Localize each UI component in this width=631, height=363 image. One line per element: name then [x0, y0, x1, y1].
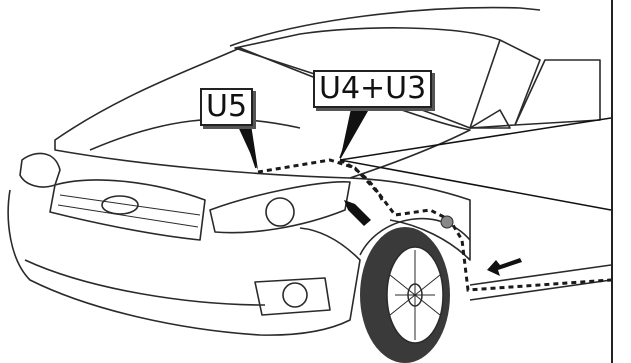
- front-wheel: [360, 227, 450, 363]
- u5-pointer: [235, 118, 258, 170]
- wiring-route: [257, 158, 612, 292]
- fog-light-housing: [254, 277, 331, 316]
- mirror: [469, 109, 511, 129]
- grommet-marker: [440, 215, 454, 229]
- u4u3-pointer: [340, 104, 372, 160]
- direction-arrows: [344, 200, 522, 276]
- hood-crease: [89, 118, 301, 151]
- leader-right-lower: [339, 159, 612, 211]
- leader-lines: [239, 104, 612, 211]
- a-pillar: [469, 39, 541, 129]
- logo-badge: [101, 195, 139, 215]
- roof-line: [229, 6, 541, 47]
- hood-outline: [54, 47, 471, 179]
- headlight-lens: [265, 197, 295, 227]
- route-branch: [339, 158, 384, 201]
- callout-u5: U5: [200, 88, 254, 126]
- leader-right-upper: [339, 117, 612, 161]
- wheel-arch: [359, 217, 471, 256]
- fog-light: [282, 282, 308, 308]
- fender: [349, 177, 471, 261]
- arrow-skirt-icon: [487, 258, 522, 276]
- windshield-frame: [234, 27, 501, 129]
- side-skirt: [469, 264, 612, 301]
- lower-bumper: [24, 259, 266, 306]
- left-headlight: [19, 152, 61, 188]
- grille-frame: [49, 179, 206, 241]
- callout-u4-u3: U4+U3: [313, 70, 433, 108]
- front-bumper: [7, 189, 361, 336]
- car-body: [7, 6, 612, 336]
- right-headlight: [209, 181, 351, 234]
- arrow-fender-icon: [344, 200, 371, 226]
- panel-divider: [611, 0, 613, 363]
- rim-spokes: [389, 250, 441, 340]
- grille-bars: [57, 194, 201, 228]
- side-window: [514, 59, 601, 126]
